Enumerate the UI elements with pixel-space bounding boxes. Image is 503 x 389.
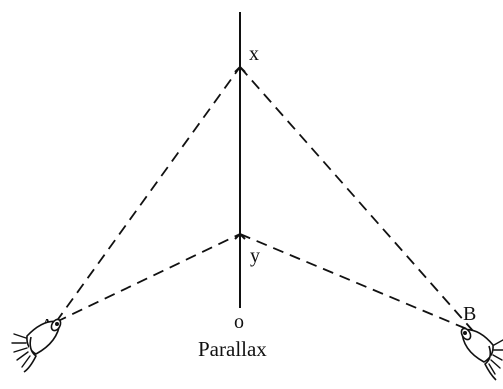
label-b: B bbox=[463, 303, 476, 325]
label-x: x bbox=[249, 43, 259, 65]
label-o: o bbox=[234, 311, 244, 333]
label-y: y bbox=[250, 245, 260, 267]
sightline-a-to-x bbox=[56, 67, 240, 322]
diagram-caption: Parallax bbox=[198, 337, 267, 361]
sightline-b-to-y bbox=[240, 234, 474, 332]
eye-icon bbox=[460, 327, 503, 380]
sightline-b-to-x bbox=[240, 67, 474, 332]
sightline-a-to-y bbox=[56, 234, 240, 322]
eye-icon bbox=[12, 318, 62, 372]
